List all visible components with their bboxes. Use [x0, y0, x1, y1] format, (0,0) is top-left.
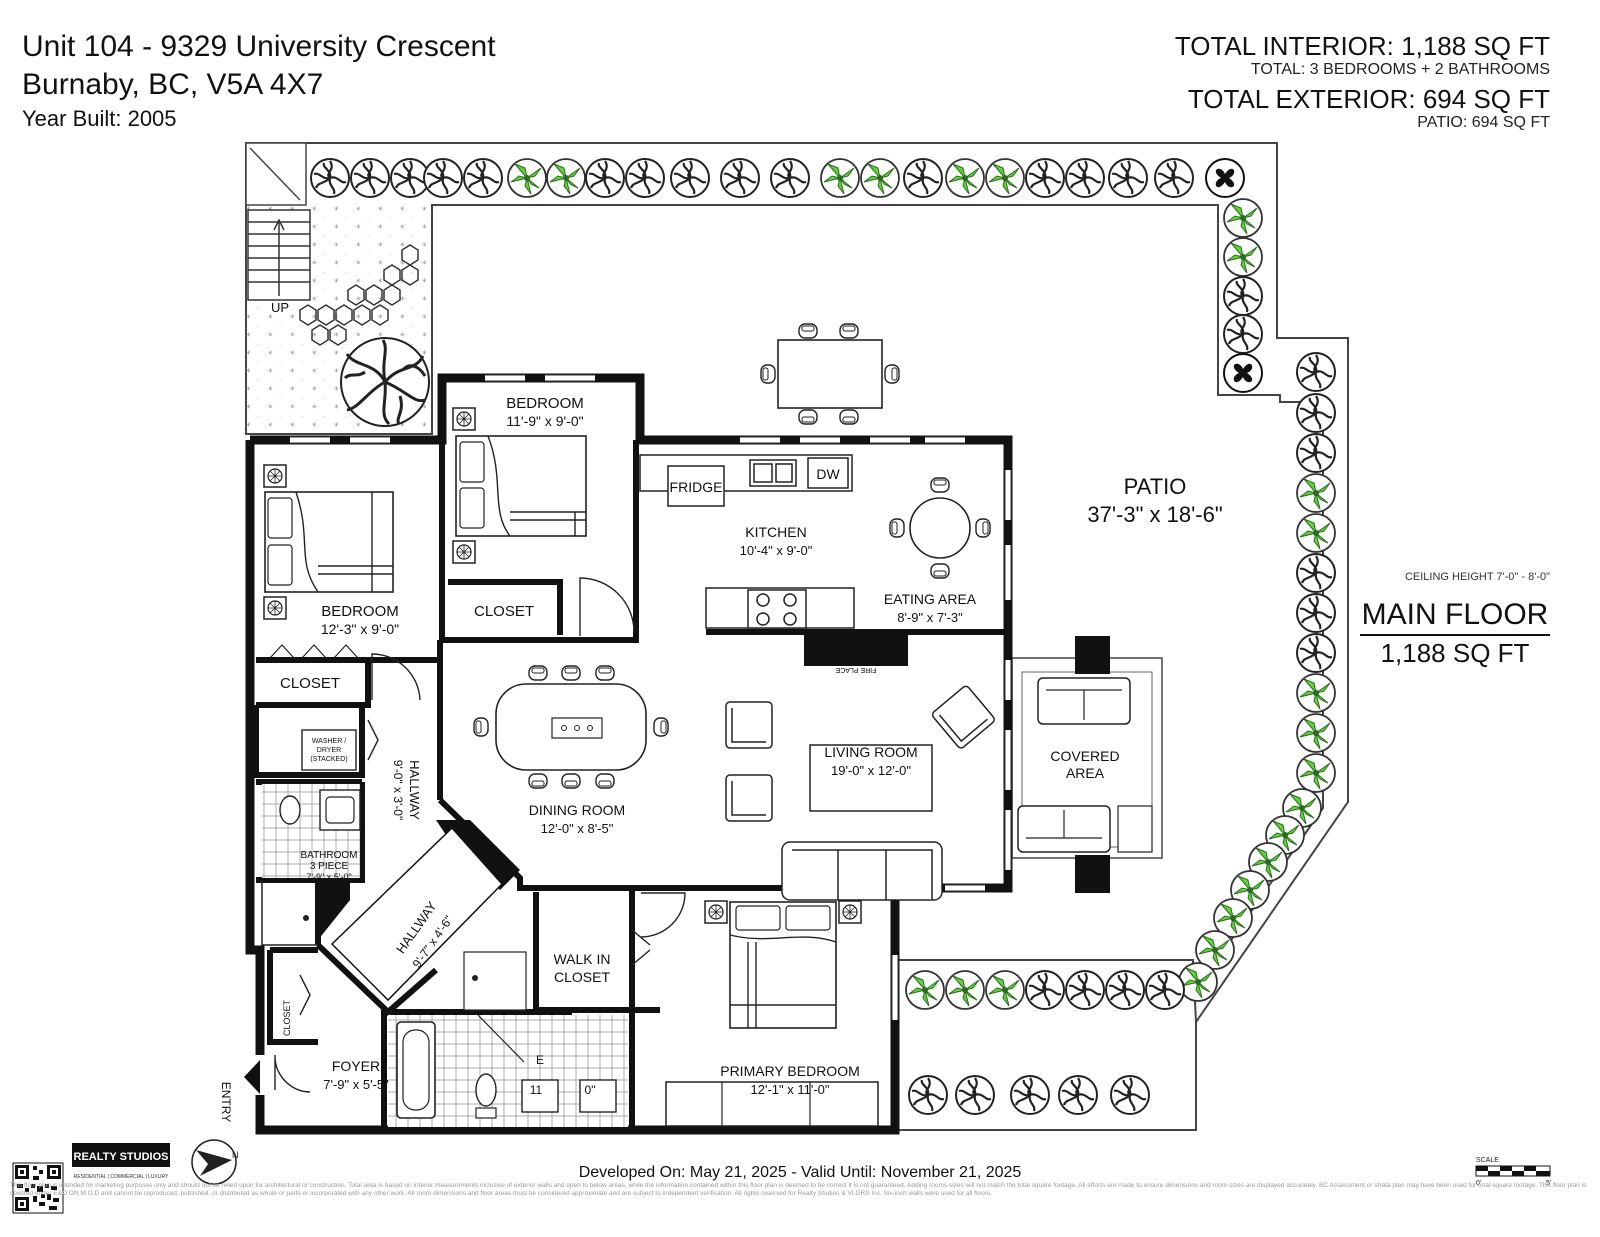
- bedroom1-closet: CLOSET: [474, 603, 534, 620]
- patio-summary: PATIO: 694 SQ FT: [1417, 114, 1550, 131]
- fridge-label: FRIDGE: [670, 479, 723, 495]
- bedroom2-closet: CLOSET: [280, 675, 340, 692]
- ensuite: [388, 951, 628, 1127]
- bedroom2-bed: [263, 464, 394, 659]
- walkin-line2: CLOSET: [554, 969, 610, 985]
- kitchen-dims: 10'-4" x 9'-0": [740, 543, 813, 558]
- entry-label: ENTRY: [219, 1082, 233, 1122]
- floor-area: 1,188 SQ FT: [1380, 638, 1530, 668]
- hallway1-dims: 9'-0" x 3'-0": [391, 760, 405, 820]
- walkin-line1: WALK IN: [553, 951, 610, 967]
- plant-column-right-inner: [1222, 198, 1264, 393]
- scale-bar: SCALE 0' 5': [1475, 1157, 1551, 1187]
- bath3-line2: 3 PIECE: [310, 861, 349, 872]
- bath3-dims: 7'-9" x 5'-0": [306, 872, 351, 882]
- dining-table: [473, 665, 669, 789]
- foyer-dims: 7'-9" x 5'-5": [323, 1077, 389, 1092]
- hallway-diagonal: [330, 826, 504, 1002]
- entry-arrow: [244, 1060, 260, 1094]
- total-exterior: TOTAL EXTERIOR: 694 SQ FT: [1188, 86, 1550, 112]
- address-line-2: Burnaby, BC, V5A 4X7: [22, 68, 324, 101]
- dining-room-name: DINING ROOM: [529, 802, 625, 818]
- ceiling-height: CEILING HEIGHT 7'-0" - 8'-0": [1404, 571, 1550, 583]
- eating-area-dims: 8'-9" x 7'-3": [897, 610, 963, 625]
- patio-dims: 37'-3" x 18'-6": [1087, 502, 1222, 527]
- living-room-name: LIVING ROOM: [824, 744, 917, 760]
- covered-area-line2: AREA: [1066, 765, 1105, 781]
- total-interior: TOTAL INTERIOR: 1,188 SQ FT: [1175, 33, 1550, 59]
- bedroom1-bed: [452, 407, 587, 564]
- kitchen-name: KITCHEN: [745, 524, 806, 540]
- large-tree: [340, 337, 430, 427]
- bath3-line1: BATHROOM: [300, 850, 357, 861]
- washer-line2: DRYER: [317, 747, 341, 754]
- covered-area: [1011, 636, 1163, 893]
- company-tagline: RESIDENTIAL | COMMERCIAL | LUXURY: [74, 1174, 169, 1180]
- living-room-dims: 19'-0" x 12'-0": [831, 763, 911, 778]
- bathroom-3pc: [261, 784, 361, 946]
- scale-end: 5': [1546, 1180, 1551, 1187]
- developed-dates: Developed On: May 21, 2025 - Valid Until…: [578, 1164, 1022, 1181]
- fireplace-label: FIRE PLACE: [835, 666, 876, 673]
- total-interior-label: TOTAL INTERIOR:: [1174, 31, 1394, 61]
- stepping-stones: [299, 244, 419, 346]
- eating-area-name: EATING AREA: [884, 591, 977, 607]
- bedroom2-name: BEDROOM: [321, 603, 399, 620]
- ensuite-partial-a: E: [536, 1053, 544, 1067]
- covered-area-line1: COVERED: [1050, 748, 1119, 764]
- washer-line3: (STACKED): [310, 756, 347, 763]
- foyer-name: FOYER: [332, 1058, 380, 1074]
- bedroom1-name: BEDROOM: [506, 395, 584, 412]
- stairs-up-label: UP: [271, 300, 289, 315]
- bedroom1-dims: 11'-9" x 9'-0": [506, 413, 583, 429]
- ensuite-partial-c: 0": [585, 1083, 596, 1097]
- primary-bedroom-name: PRIMARY BEDROOM: [720, 1063, 860, 1079]
- eating-table: [889, 477, 991, 579]
- scale-start: 0': [1476, 1180, 1481, 1187]
- washer-line1: WASHER /: [312, 738, 346, 745]
- bedroom2-dims: 12'-3" x 9'-0": [321, 621, 399, 637]
- floor-name: MAIN FLOOR: [1360, 598, 1550, 636]
- compass-icon: N: [191, 1139, 239, 1185]
- total-interior-value: 1,188 SQ FT: [1401, 31, 1550, 61]
- dining-room-dims: 12'-0" x 8'-5": [541, 821, 614, 836]
- patio-name: PATIO: [1124, 474, 1187, 499]
- ensuite-partial-b: 11: [530, 1083, 543, 1097]
- company-logo: [72, 1143, 170, 1167]
- total-exterior-label: TOTAL EXTERIOR:: [1187, 84, 1416, 114]
- doors: [274, 577, 686, 1093]
- total-exterior-value: 694 SQ FT: [1422, 84, 1550, 114]
- living-furniture: [725, 685, 995, 901]
- company-name: REALTY STUDIOS: [74, 1151, 169, 1163]
- disclaimer: This floor plan is intended for marketin…: [10, 1182, 1587, 1197]
- rooms-summary: TOTAL: 3 BEDROOMS + 2 BATHROOMS: [1250, 61, 1550, 78]
- washer-dryer: [301, 729, 357, 771]
- kitchen-fixtures: [639, 454, 855, 629]
- primary-bedroom-dims: 12'-1" x 11'-0": [751, 1082, 830, 1097]
- qr-code: [12, 1162, 64, 1214]
- address-line-1: Unit 104 - 9329 University Crescent: [22, 30, 496, 63]
- year-built: Year Built: 2005: [22, 106, 177, 131]
- exterior-walls: [245, 373, 1013, 1135]
- primary-bed: [665, 900, 879, 1127]
- scale-label: SCALE: [1476, 1157, 1499, 1164]
- hallway1-name: HALLWAY: [407, 760, 422, 820]
- stairs: [247, 209, 311, 301]
- main-floor-block: MAIN FLOOR 1,188 SQ FT: [1360, 598, 1550, 669]
- compass-north: N: [232, 1150, 239, 1160]
- plant-column-right-outer: [1178, 351, 1337, 1002]
- dishwasher-label: DW: [816, 466, 840, 482]
- outdoor-dining-set: [760, 323, 900, 425]
- foyer-closet: CLOSET: [282, 999, 292, 1036]
